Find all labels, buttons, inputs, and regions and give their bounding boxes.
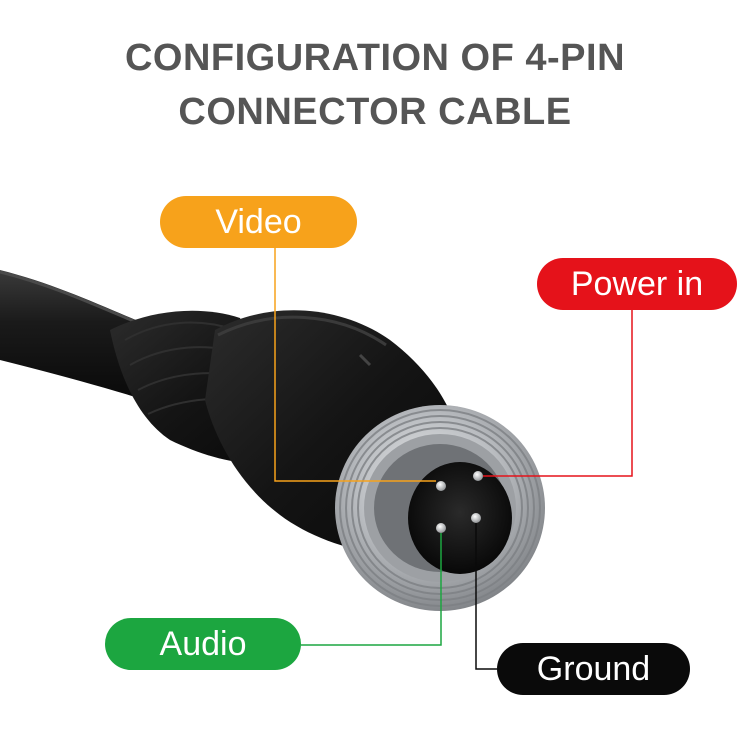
power-in-label: Power in [537,258,737,310]
pin-power [473,471,483,481]
video-label: Video [160,196,357,248]
audio-label: Audio [105,618,301,670]
connector-face [408,462,512,574]
pin-audio [436,523,446,533]
pin-video [436,481,446,491]
ground-label: Ground [497,643,690,695]
power-leader-line [483,310,633,477]
ground-leader-line [475,523,497,670]
pin-ground [471,513,481,523]
diagram-title-line-1: CONFIGURATION OF 4-PIN [124,37,626,79]
video-leader-line [274,248,436,482]
audio-leader-line [301,533,442,646]
diagram-title-line-2: CONNECTOR CABLE [178,91,572,133]
